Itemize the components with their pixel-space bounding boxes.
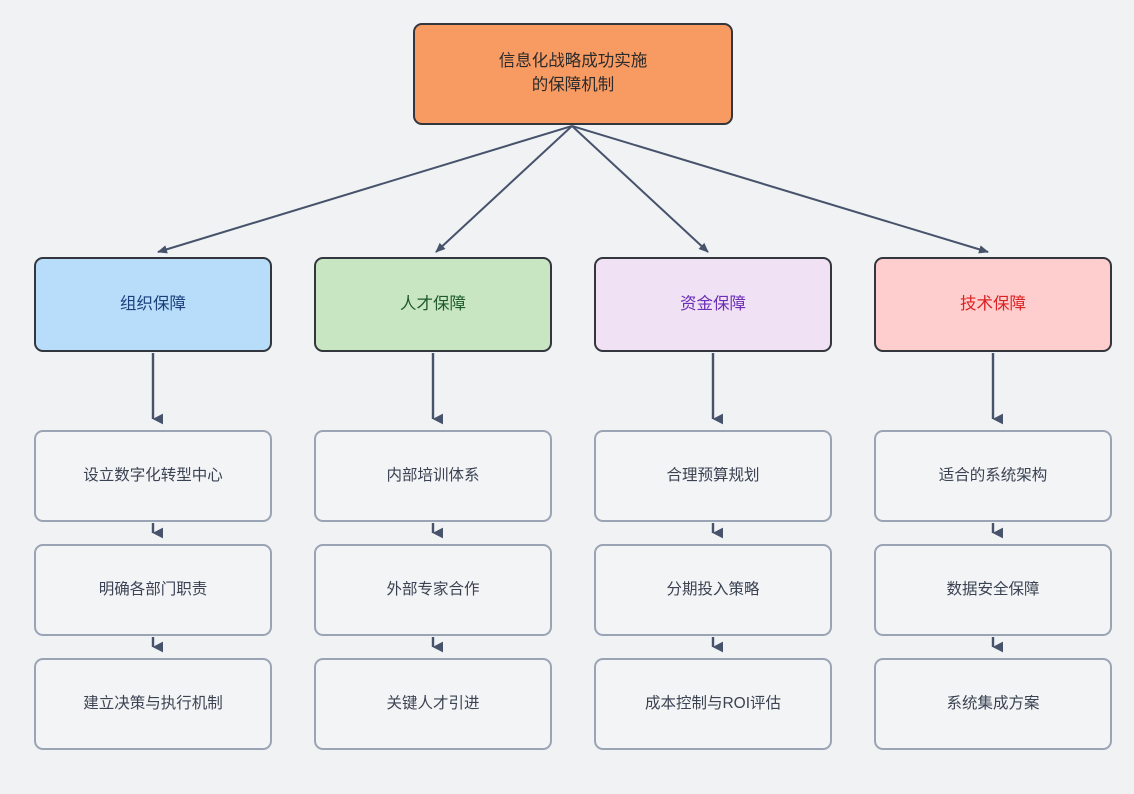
node-leaf-funding-2[interactable]: 分期投入策略 [594, 544, 832, 636]
node-leaf-technology-2[interactable]: 数据安全保障 [874, 544, 1112, 636]
edge-root-to-org [157, 125, 573, 254]
node-category-technology[interactable]: 技术保障 [874, 257, 1112, 352]
edges-category-to-leaf1 [151, 353, 1003, 425]
node-leaf-technology-1[interactable]: 适合的系统架构 [874, 430, 1112, 522]
node-leaf-talent-2[interactable]: 外部专家合作 [314, 544, 552, 636]
node-root[interactable]: 信息化战略成功实施 的保障机制 [413, 23, 733, 125]
edges-leaf1-to-leaf2 [151, 523, 1003, 539]
node-leaf-organization-3[interactable]: 建立决策与执行机制 [34, 658, 272, 750]
node-leaf-organization-2[interactable]: 明确各部门职责 [34, 544, 272, 636]
node-leaf-funding-3[interactable]: 成本控制与ROI评估 [594, 658, 832, 750]
node-leaf-organization-1[interactable]: 设立数字化转型中心 [34, 430, 272, 522]
edges-leaf2-to-leaf3 [151, 637, 1003, 653]
node-category-funding[interactable]: 资金保障 [594, 257, 832, 352]
edge-root-to-tech [571, 125, 989, 254]
node-category-organization[interactable]: 组织保障 [34, 257, 272, 352]
edges-root-to-categories [157, 125, 989, 254]
node-category-talent[interactable]: 人才保障 [314, 257, 552, 352]
node-leaf-technology-3[interactable]: 系统集成方案 [874, 658, 1112, 750]
edge-root-to-fund [571, 125, 709, 253]
edge-root-to-talent [435, 125, 573, 253]
node-leaf-talent-1[interactable]: 内部培训体系 [314, 430, 552, 522]
node-leaf-funding-1[interactable]: 合理预算规划 [594, 430, 832, 522]
node-leaf-talent-3[interactable]: 关键人才引进 [314, 658, 552, 750]
